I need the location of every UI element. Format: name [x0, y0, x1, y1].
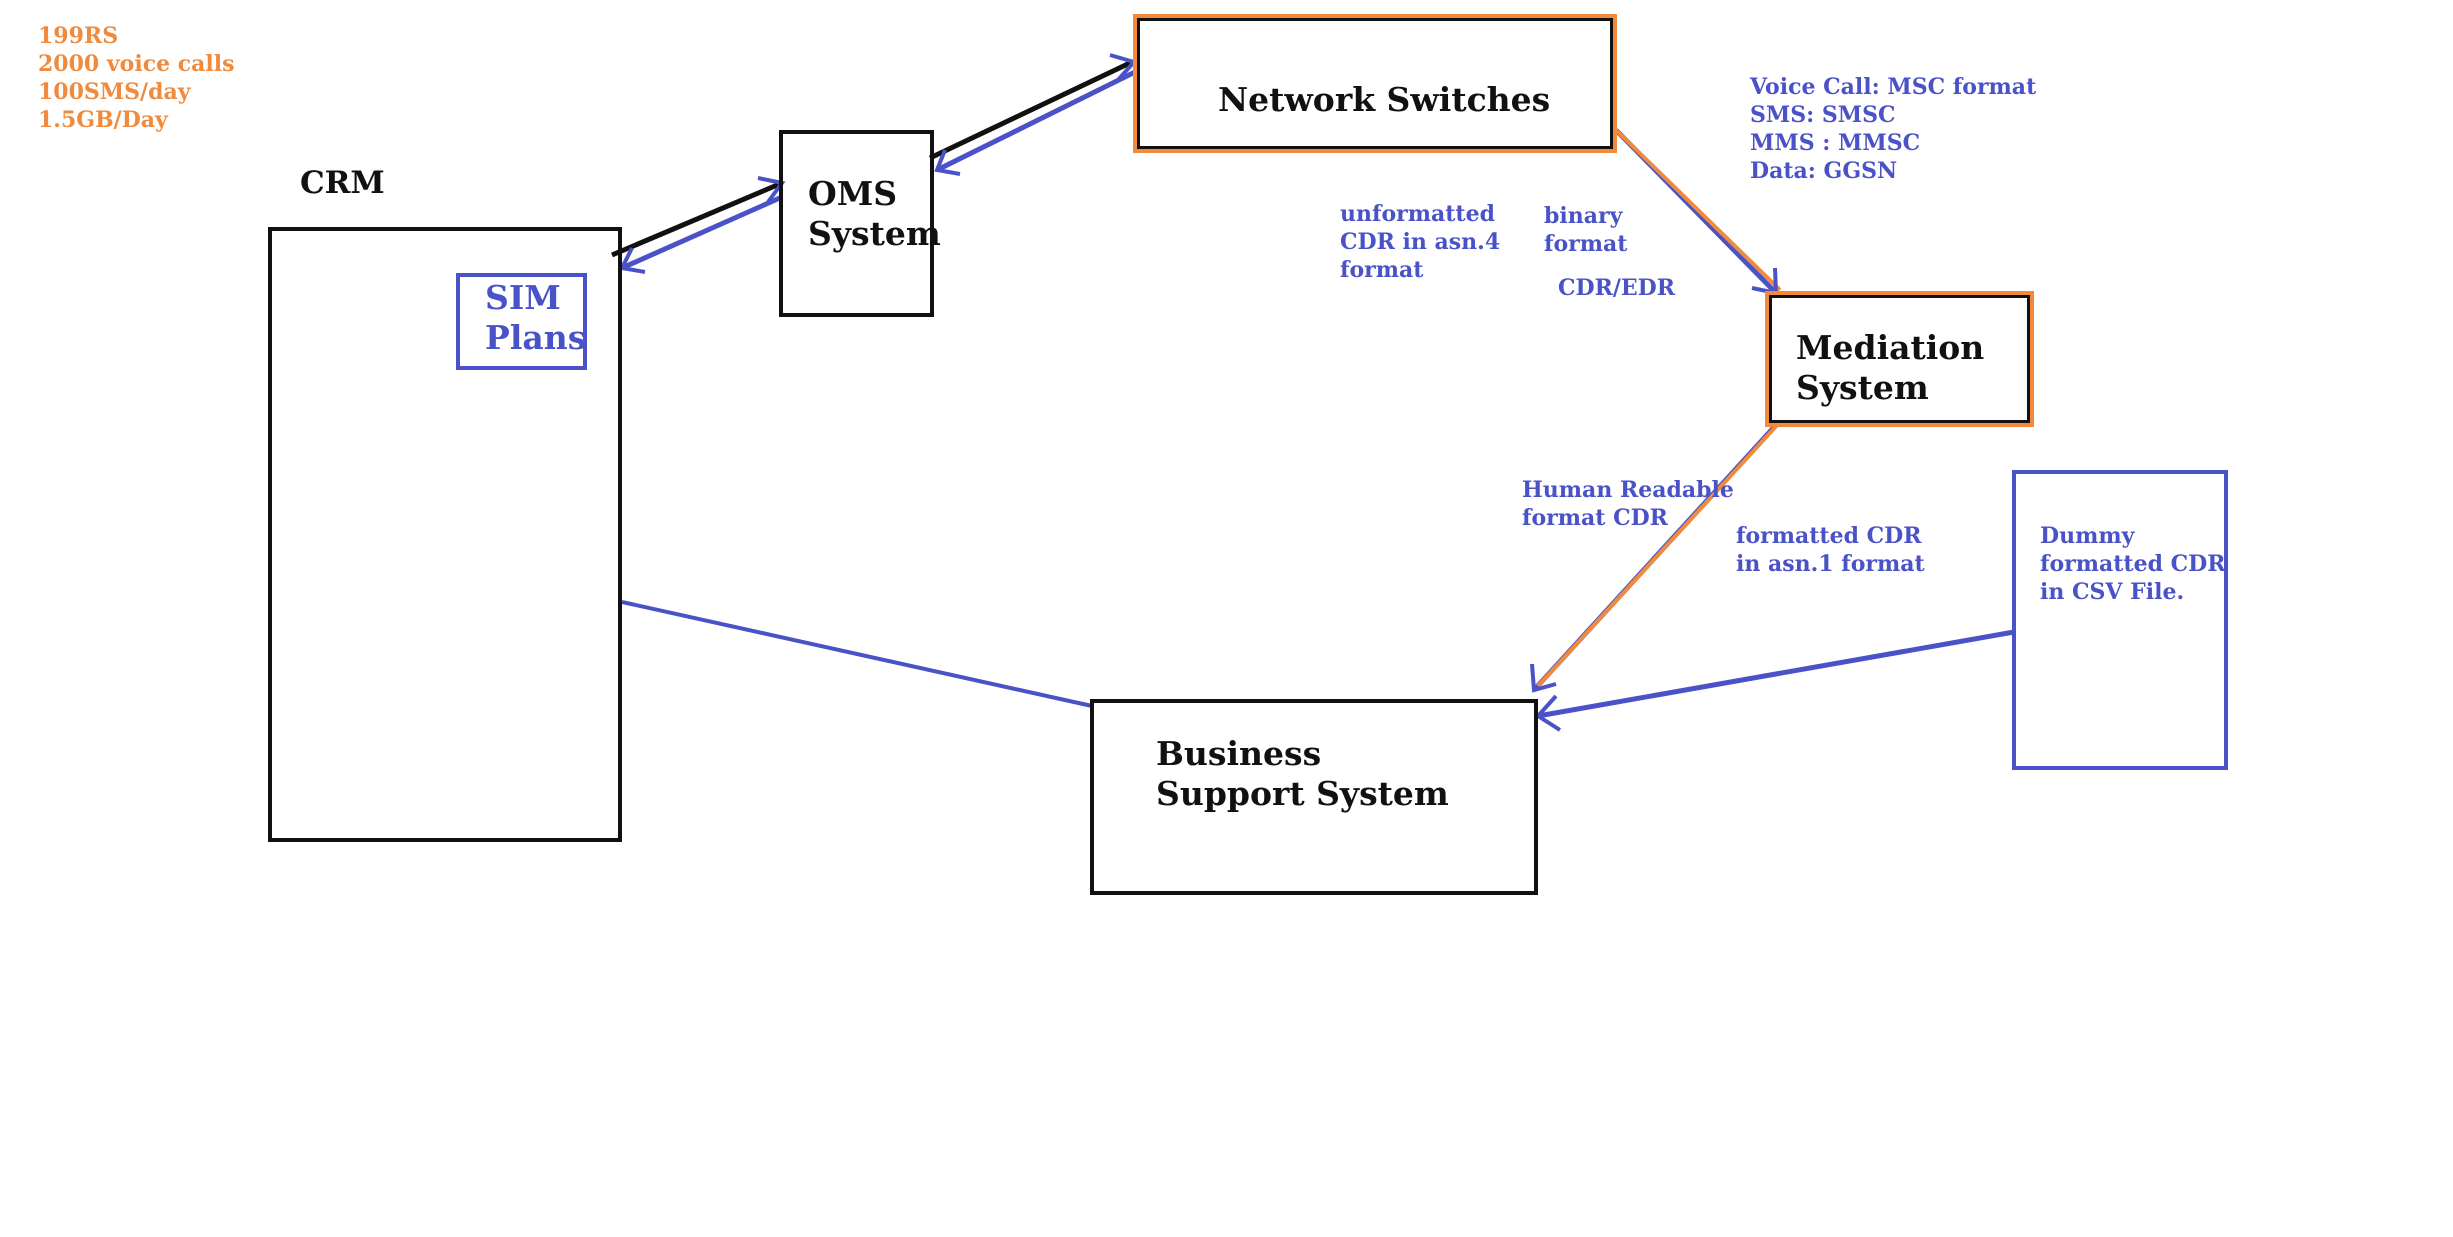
human-readable-line-1: Human Readable: [1522, 477, 1734, 503]
bss-line-2: Support System: [1156, 774, 1449, 813]
crm-label: CRM: [300, 165, 385, 201]
plan-sms: 100SMS/day: [38, 79, 191, 105]
oms-label: OMS System: [808, 174, 941, 254]
dummy-cdr-label: Dummy formatted CDR in CSV File.: [2040, 522, 2226, 606]
sim-plans-line-2: Plans: [485, 318, 587, 357]
plan-price: 199RS: [38, 23, 119, 49]
oms-box: [779, 130, 934, 317]
unformatted-cdr-line-1: unformatted: [1340, 201, 1495, 227]
mediation-line-1: Mediation: [1796, 328, 1985, 367]
mediation-line-2: System: [1796, 368, 1929, 407]
plan-note: 199RS 2000 voice calls 100SMS/day 1.5GB/…: [38, 22, 235, 134]
switch-format-voice: Voice Call: MSC format: [1750, 74, 2037, 100]
dummy-cdr-line-1: Dummy: [2040, 523, 2135, 549]
binary-format-line-2: format: [1544, 231, 1628, 257]
dummy-to-bss-arrowhead: [1534, 694, 1562, 732]
oms-line-2: System: [808, 214, 941, 253]
oms-to-crm-line: [620, 194, 784, 271]
unformatted-cdr-note: unformatted CDR in asn.4 format: [1340, 200, 1500, 284]
crm-to-oms-line: [611, 180, 783, 258]
binary-format-note: binary format: [1544, 202, 1627, 258]
plan-voice-calls: 2000 voice calls: [38, 51, 235, 77]
crm-box: [268, 227, 622, 842]
bss-label: Business Support System: [1156, 734, 1449, 814]
sim-plans-label: SIM Plans: [485, 278, 586, 358]
dummy-cdr-box: [2012, 470, 2228, 770]
mediation-label: Mediation System: [1796, 328, 1984, 408]
switch-to-mediation-line-orange: [1614, 128, 1782, 292]
switch-format-sms: SMS: SMSC: [1750, 102, 1896, 128]
network-switches-label: Network Switches: [1218, 80, 1551, 119]
formatted-cdr-note: formatted CDR in asn.1 format: [1736, 522, 1925, 578]
switch-format-mms: MMS : MMSC: [1750, 130, 1921, 156]
plan-data: 1.5GB/Day: [38, 107, 168, 133]
unformatted-cdr-line-3: format: [1340, 257, 1424, 283]
oms-to-switch-line: [928, 59, 1134, 161]
dummy-cdr-line-3: in CSV File.: [2040, 579, 2185, 605]
mediation-box: [1765, 291, 2034, 427]
cdr-edr-note: CDR/EDR: [1558, 275, 1676, 301]
dummy-to-bss-line: [1537, 629, 2015, 719]
mediation-to-bss-arrowhead: [1530, 663, 1557, 693]
formatted-cdr-line-1: formatted CDR: [1736, 523, 1922, 549]
human-readable-note: Human Readable format CDR: [1522, 476, 1734, 532]
mediation-to-bss-line-orange: [1536, 420, 1782, 688]
binary-format-line-1: binary: [1544, 203, 1623, 229]
bss-line-1: Business: [1156, 734, 1322, 773]
sim-plans-line-1: SIM: [485, 278, 561, 317]
oms-line-1: OMS: [808, 174, 898, 213]
crm-to-bss-line: [621, 600, 1093, 708]
switch-to-oms-arrowhead: [934, 149, 961, 176]
sim-plans-box: [456, 273, 587, 370]
dummy-cdr-line-2: formatted CDR: [2040, 551, 2226, 577]
formatted-cdr-line-2: in asn.1 format: [1736, 551, 1925, 577]
oms-to-crm-arrowhead: [619, 247, 646, 274]
switch-to-oms-line: [935, 69, 1137, 173]
bss-box: [1090, 699, 1538, 895]
switch-formats-note: Voice Call: MSC format SMS: SMSC MMS : M…: [1750, 73, 2036, 185]
unformatted-cdr-line-2: CDR in asn.4: [1340, 229, 1501, 255]
human-readable-line-2: format CDR: [1522, 505, 1668, 531]
network-switches-box: [1133, 14, 1617, 153]
switch-format-data: Data: GGSN: [1750, 158, 1898, 184]
